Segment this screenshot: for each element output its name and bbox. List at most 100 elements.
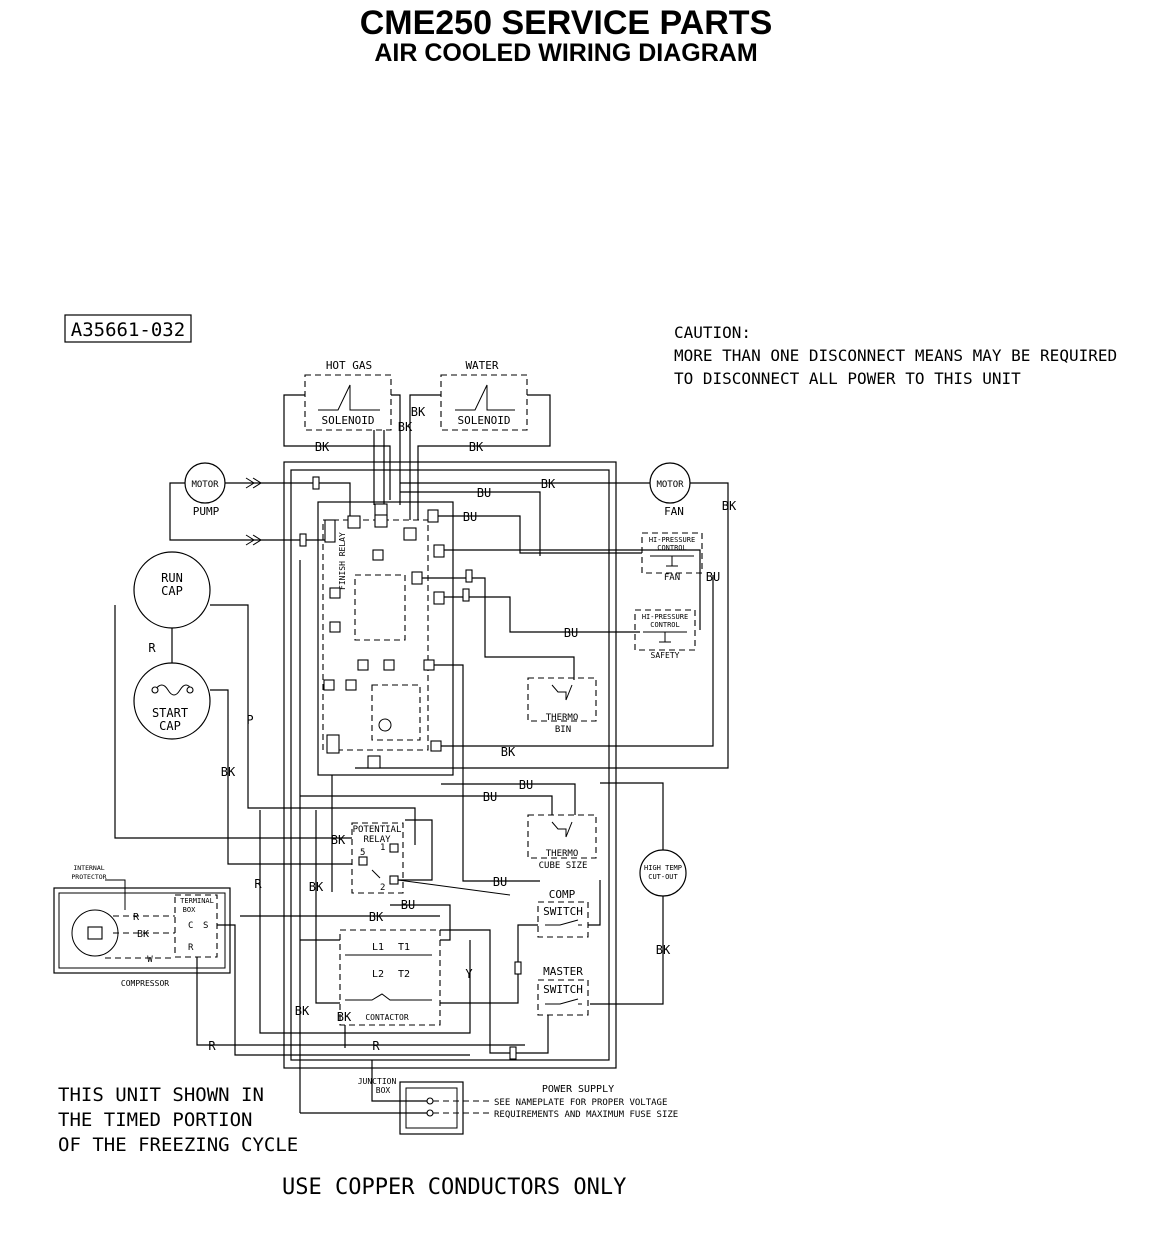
junction-box [399,1081,464,1135]
wire-bu-cube-1: BU [519,778,533,792]
relay-terminal-1: 1 [380,843,385,853]
high-temp-label-2: CUT-OUT [648,873,678,881]
wire-bk-compressor-internal: BK [137,929,149,940]
control-board [317,501,454,776]
wire-bu-fan-control: BU [706,570,720,584]
wire-r-compressor-internal: R [133,912,140,923]
note-shown-1: THIS UNIT SHOWN IN [58,1084,264,1106]
wire-bu-safety: BU [564,626,578,640]
hi-pressure-fan-label-2: CONTROL [657,544,687,552]
wire-bu-cube-2: BU [483,790,497,804]
wire-r-bottom-left: R [208,1039,216,1053]
potential-relay-label-1: POTENTIAL [353,825,402,835]
wire-bk-contactor-left: BK [295,1004,310,1018]
control-box-outer [283,461,617,1069]
contactor [339,929,441,1026]
wire-bk-hotgas: BK [315,440,330,454]
part-number-box [64,314,192,343]
wire-r-caps: R [148,641,156,655]
page-subtitle: AIR COOLED WIRING DIAGRAM [374,39,757,67]
relay-terminal-2: 2 [380,883,385,893]
finish-relay [354,574,406,641]
fan-motor-label: MOTOR [656,480,684,490]
terminal-c: C [188,921,193,931]
wire-bk-water: BK [469,440,484,454]
wire-r-compressor: R [254,877,262,891]
hot-gas-label: HOT GAS [326,359,372,372]
wire-bk-hi-pressure: BK [501,745,516,759]
hi-pressure-fan-label-1: HI-PRESSURE [649,536,695,544]
cube-size-label-2: CUBE SIZE [539,861,588,871]
internal-protector-label-1: INTERNAL [73,864,104,872]
run-cap-label-1: RUN [161,571,183,585]
start-cap-label-1: START [152,706,188,720]
pump-motor-label: MOTOR [191,480,219,490]
caution-heading: CAUTION: [674,323,751,342]
note-copper: USE COPPER CONDUCTORS ONLY [282,1175,626,1200]
master-switch-label: MASTER [543,965,583,978]
thermo-bin-label-1: THERMO [546,713,579,723]
internal-protector-label-2: PROTECTOR [71,873,106,881]
terminal-box-label-1: TERMINAL [180,897,214,905]
wire-bk-water-upper: BK [411,405,426,419]
wire-bk-high-temp: BK [656,943,671,957]
wire-bk-relay: BK [331,833,346,847]
compressor [53,887,231,974]
hi-pressure-fan-label-3: FAN [664,573,680,583]
junction-box-label-2: BOX [376,1086,391,1095]
part-number: A35661-032 [71,319,185,341]
hot-gas-solenoid [304,374,392,431]
contactor-label: CONTACTOR [365,1013,409,1022]
start-capacitor [133,662,211,740]
wire-bk-water-lower: BK [398,420,413,434]
contactor-l1: L1 [372,942,384,953]
wire-y-contactor: Y [465,967,473,981]
comp-switch-label-2: SWITCH [543,905,583,918]
water-solenoid-label: SOLENOID [458,414,511,427]
wire-w-compressor-internal: W [147,955,153,965]
pump-label: PUMP [193,505,220,518]
master-switch [537,979,589,1016]
relay-terminal-5: 5 [360,848,365,858]
water-solenoid [440,374,528,431]
power-note-2: REQUIREMENTS AND MAXIMUM FUSE SIZE [494,1110,678,1120]
thermo-cube-size [527,814,597,859]
wire-bu-top: BU [477,486,491,500]
compressor-label: COMPRESSOR [121,979,169,988]
note-shown-2: THE TIMED PORTION [58,1109,252,1131]
junction-box-label-1: JUNCTION [358,1077,397,1086]
hi-pressure-safety-label-1: HI-PRESSURE [642,613,688,621]
thermo-bin [527,677,597,722]
wire-bu-contactor: BU [401,898,415,912]
hi-pressure-safety-label-2: CONTROL [650,621,680,629]
water-label: WATER [465,359,498,372]
wire-bu-board: BU [463,510,477,524]
wire-bk-contactor: BK [369,910,384,924]
potential-relay [351,822,404,894]
page-title: CME250 SERVICE PARTS [360,4,773,42]
caution-line-2: TO DISCONNECT ALL POWER TO THIS UNIT [674,369,1021,388]
finish-relay-label: FINISH RELAY [338,532,347,590]
comp-switch [537,901,589,938]
wire-r-bottom-mid: R [372,1039,380,1053]
caution-line-1: MORE THAN ONE DISCONNECT MEANS MAY BE RE… [674,346,1117,365]
terminal-box-label-2: BOX [183,906,196,914]
wire-p-start: P [246,713,253,727]
thermo-bin-label-2: BIN [555,725,571,735]
wire-bk-left: BK [309,880,324,894]
wire-bu-comp-switch: BU [493,875,507,889]
control-box-inner [290,469,610,1061]
contactor-t1: T1 [398,942,410,953]
contactor-l2: L2 [372,969,384,980]
hi-pressure-safety-control [634,609,696,651]
fan-label: FAN [664,505,684,518]
high-temp-label-1: HIGH TEMP [644,864,682,872]
note-shown-3: OF THE FREEZING CYCLE [58,1134,298,1156]
power-note-1: SEE NAMEPLATE FOR PROPER VOLTAGE [494,1098,667,1108]
cube-size-label-1: THERMO [546,849,579,859]
master-switch-label-2: SWITCH [543,983,583,996]
terminal-r: R [188,943,194,953]
contactor-t2: T2 [398,969,410,980]
hot-gas-solenoid-label: SOLENOID [322,414,375,427]
